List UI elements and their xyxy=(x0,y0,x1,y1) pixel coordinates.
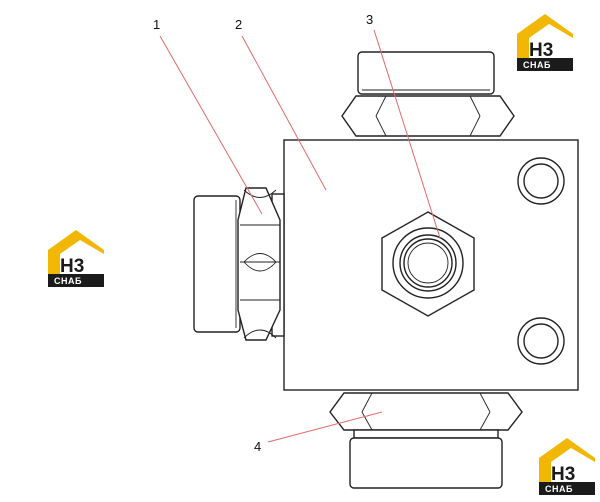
bottom-cap xyxy=(349,437,503,489)
callout-1: 1 xyxy=(153,17,160,32)
watermark-top-text: H3 xyxy=(529,40,553,61)
watermark-top-text: H3 xyxy=(551,464,575,485)
watermark-bottom-text: СНАБ xyxy=(54,276,82,286)
bottom-collar xyxy=(353,429,499,439)
leader-1 xyxy=(159,35,263,215)
center-hex xyxy=(381,211,475,317)
bottom-hex-nut xyxy=(329,392,523,431)
leader-3 xyxy=(373,29,441,239)
callout-2: 2 xyxy=(235,17,242,32)
top-cap xyxy=(357,51,495,95)
watermark-bottom-text: СНАБ xyxy=(523,60,551,70)
valve-body xyxy=(283,139,579,391)
watermark-top-text: H3 xyxy=(60,256,84,277)
watermark-logo-left: H3 СНАБ xyxy=(48,230,104,287)
callout-3: 3 xyxy=(366,12,373,27)
callout-4: 4 xyxy=(254,439,261,454)
bottom-fitting xyxy=(329,392,523,489)
mounting-hole-bottom xyxy=(517,317,565,365)
watermark-logo-top-right: H3 СНАБ xyxy=(517,14,573,71)
top-hex-nut xyxy=(341,95,515,137)
center-port xyxy=(381,211,475,317)
left-fitting xyxy=(193,187,285,341)
left-hex-nut xyxy=(237,187,281,341)
mounting-hole-top xyxy=(517,157,565,205)
left-cap xyxy=(193,195,241,333)
watermark-logo-bottom-right: H3 СНАБ xyxy=(539,438,595,495)
watermark-bottom-text: СНАБ xyxy=(545,484,573,494)
leader-4 xyxy=(267,411,383,443)
top-fitting xyxy=(341,51,515,137)
leader-2 xyxy=(241,35,327,191)
